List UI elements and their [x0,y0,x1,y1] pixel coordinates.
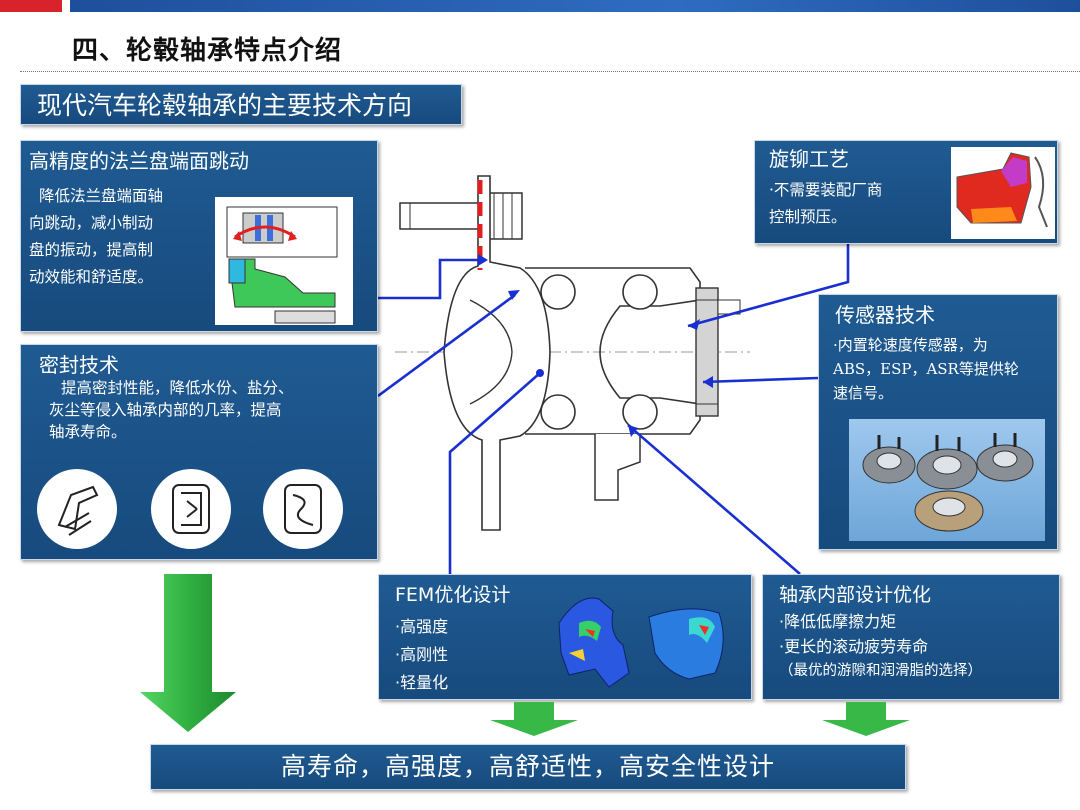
conclusion-banner: 高寿命，高强度，高舒适性，高安全性设计 [150,744,906,790]
panel-sealing: 密封技术 提高密封性能，降低水份、盐分、 灰尘等侵入轴承内部的几率，提高 轴承寿… [20,344,378,560]
connector-seal [377,293,516,398]
panel-internal-design: 轴承内部设计优化 ·降低低摩擦力矩 ·更长的滚动疲劳寿命 （最优的游隙和润滑脂的… [762,574,1060,700]
fem-stress-illustration [558,597,724,688]
panel-riveting: 旋铆工艺 ·不需要装配厂商 控制预压。 [754,140,1058,244]
panel-sensor-title: 传感器技术 [835,303,935,327]
panel-flange-line: 盘的振动，提高制 [29,241,154,259]
small-down-arrow-icon [490,702,578,736]
panel-seal-line: 灰尘等侵入轴承内部的几率，提高 [49,401,282,419]
riveting-fem-illustration [951,147,1055,239]
panel-internal-line: ·降低低摩擦力矩 [779,612,897,631]
title-divider [20,71,1080,72]
panel-flange-title: 高精度的法兰盘端面跳动 [29,149,249,173]
panel-sensor-line: 速信号。 [833,384,894,402]
seal-profile-2 [151,469,231,549]
panel-riveting-line: 控制预压。 [769,208,847,226]
small-down-arrow-icon [822,702,910,736]
panel-fem-item: ·高刚性 [395,645,449,664]
panel-flange-line: 动效能和舒适度。 [29,268,154,286]
ball-upper-right [622,274,658,310]
connector-fem [448,372,541,574]
connector-riveting [687,244,850,328]
hub-flange-drawing [443,175,551,531]
panel-fem-item: ·轻量化 [395,673,449,692]
panel-sensor: 传感器技术 ·内置轮速度传感器，为 ABS，ESP，ASR等提供轮 速信号。 [818,294,1058,550]
panel-sensor-line: ·内置轮速度传感器，为 [833,336,988,354]
ball-lower-right [622,394,658,430]
panel-sensor-line: ABS，ESP，ASR等提供轮 [833,360,1019,378]
connector-flange [372,258,478,300]
panel-riveting-line: ·不需要装配厂商 [769,181,883,199]
outer-ring-drawing [525,267,701,435]
panel-flange-line: 向跳动，减小制动 [29,214,154,232]
wheel-bolt-drawing [399,192,523,240]
panel-internal-title: 轴承内部设计优化 [779,584,932,606]
header-accent-blue [70,0,1080,12]
panel-flange-line: 降低法兰盘端面轴 [39,187,164,205]
sensor-cap-drawing [695,287,719,417]
panel-fem-title: FEM优化设计 [395,584,511,606]
panel-fem-item: ·高强度 [395,617,449,636]
header-accent-red [0,0,62,12]
panel-seal-line: 提高密封性能，降低水份、盐分、 [61,379,294,397]
panel-internal-line: ·更长的滚动疲劳寿命 [779,637,929,656]
ball-upper-left [540,274,576,310]
page-title: 四、轮毂轴承特点介绍 [72,36,343,66]
panel-seal-title: 密封技术 [39,353,119,377]
seal-profile-3 [263,469,343,549]
section-subtitle: 现代汽车轮毂轴承的主要技术方向 [20,84,462,125]
sensor-bearings-photo [849,419,1045,541]
seal-profile-1 [37,469,117,549]
panel-riveting-title: 旋铆工艺 [769,147,849,171]
seal-profile-illustrations [37,469,343,549]
panel-internal-line: （最优的游隙和润滑脂的选择） [779,663,982,679]
panel-seal-line: 轴承寿命。 [49,423,127,441]
big-down-arrow-icon [140,574,236,732]
panel-fem-design: FEM优化设计 ·高强度 ·高刚性 ·轻量化 [378,574,752,700]
ball-lower-left [540,394,576,430]
panel-flange-runout: 高精度的法兰盘端面跳动 降低法兰盘端面轴 向跳动，减小制动 盘的振动，提高制 动… [20,140,378,332]
connector-sensor [702,376,819,384]
connector-internal [627,424,801,575]
flange-detail-illustration [215,197,353,325]
